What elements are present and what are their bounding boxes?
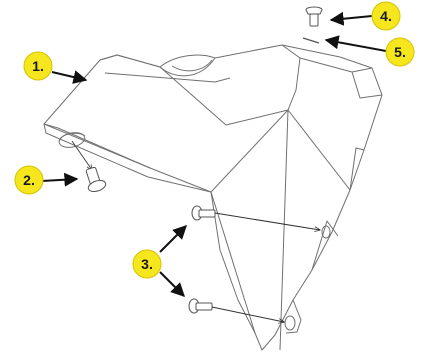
side-screws-part [188, 205, 320, 322]
leader-3b [159, 271, 185, 297]
leader-5 [324, 35, 387, 52]
top-screw-part [305, 6, 323, 27]
leader-1 [51, 70, 88, 84]
svg-text:3.: 3. [141, 256, 153, 272]
leader-2 [41, 172, 79, 187]
fender-cover-part [43, 44, 383, 351]
callout-1: 1. [23, 51, 53, 81]
svg-text:4.: 4. [380, 8, 392, 24]
leader-3a [159, 225, 187, 253]
svg-text:2.: 2. [23, 172, 35, 188]
svg-text:5.: 5. [394, 44, 406, 60]
leader-arrows [41, 11, 387, 297]
callout-4: 4. [371, 1, 401, 31]
leader-4 [329, 11, 373, 26]
front-screw-part [71, 140, 107, 193]
svg-text:1.: 1. [32, 58, 44, 74]
callout-3: 3. [132, 249, 162, 279]
washer-part [302, 37, 320, 44]
callout-5: 5. [385, 37, 415, 67]
callout-2: 2. [14, 165, 44, 195]
